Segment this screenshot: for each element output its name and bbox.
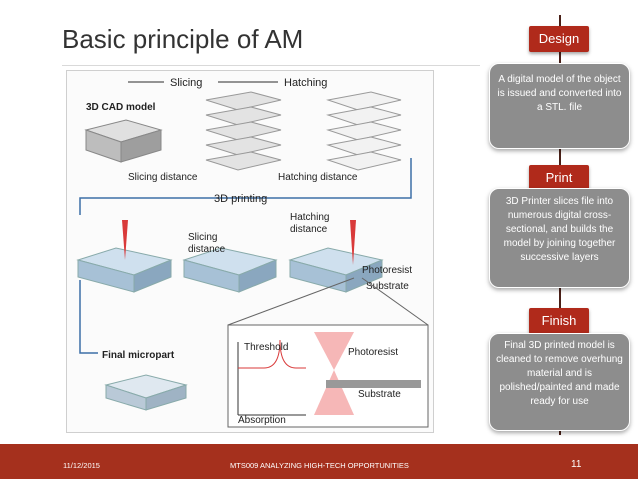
footer-course: MTS009 ANALYZING HIGH-TECH OPPORTUNITIES <box>230 461 409 470</box>
hatching-distance-label: Hatching distance <box>278 172 358 183</box>
am-diagram: 3D CAD model Slicing Hatching Slicing di… <box>66 70 434 433</box>
photoresist-label: Photoresist <box>362 265 412 276</box>
absorption-label: Absorption <box>238 415 286 426</box>
footer-date: 11/12/2015 <box>63 461 100 470</box>
slicing-distance-2b: distance <box>188 244 226 255</box>
slicing-distance-label: Slicing distance <box>128 172 198 183</box>
footer-bar: 11/12/2015 MTS009 ANALYZING HIGH-TECH OP… <box>0 444 638 479</box>
substrate-label: Substrate <box>366 281 409 292</box>
final-label: Final micropart <box>102 350 175 361</box>
substrate-label-2: Substrate <box>358 389 401 400</box>
step-print-text: 3D Printer slices file into numerous dig… <box>489 188 630 288</box>
slide-title: Basic principle of AM <box>62 24 304 54</box>
photoresist-label-2: Photoresist <box>348 347 398 358</box>
hatching-distance-2a: Hatching <box>290 212 329 223</box>
final-micropart <box>104 374 188 411</box>
step-design-header: Design <box>529 26 589 52</box>
print-stage-1 <box>76 220 173 293</box>
step-finish-header: Finish <box>529 308 589 334</box>
slicing-distance-2a: Slicing <box>188 232 217 243</box>
step-print-header: Print <box>529 165 589 191</box>
cad-label: 3D CAD model <box>86 102 156 113</box>
slicing-label: Slicing <box>170 77 202 89</box>
step-finish-text: Final 3D printed model is cleaned to rem… <box>489 333 630 431</box>
printing-label: 3D printing <box>214 193 267 205</box>
hatching-distance-2b: distance <box>290 224 328 235</box>
footer-page-number: 11 <box>571 459 582 470</box>
step-design-text: A digital model of the object is issued … <box>489 63 630 149</box>
title-rule <box>62 65 480 66</box>
sliced-layers <box>205 91 282 171</box>
hatched-layers <box>326 91 402 171</box>
print-stage-2 <box>182 247 278 293</box>
print-stage-3 <box>288 220 384 293</box>
hatching-label: Hatching <box>284 77 327 89</box>
cad-model-graphic <box>84 119 163 163</box>
threshold-label: Threshold <box>244 342 288 353</box>
